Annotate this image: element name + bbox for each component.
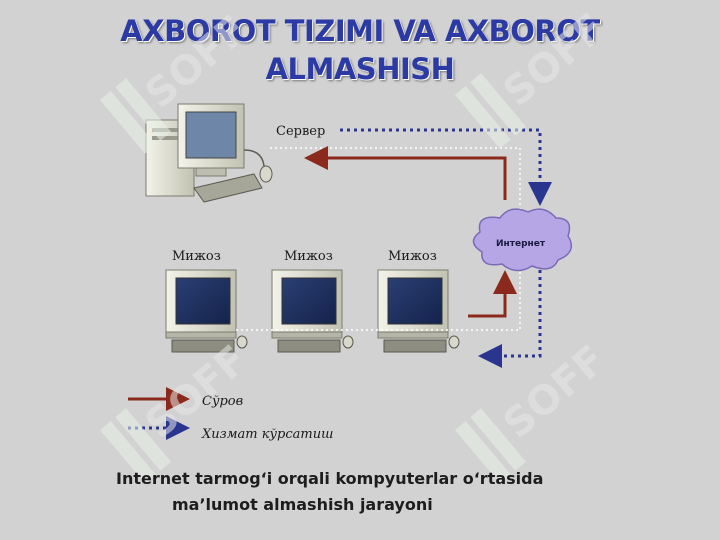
internet-label: Интернет	[496, 239, 546, 249]
client-computer-1	[165, 269, 248, 353]
client-label-1: Мижоз	[172, 249, 221, 264]
slide-caption: Internet tarmog‘i orqali kompyuterlar o‘…	[90, 466, 570, 518]
server-computer	[145, 103, 273, 203]
legend-service-label: Хизмат кўрсатиш	[201, 427, 333, 442]
server-connection-line	[270, 147, 521, 260]
service-path-to-clients	[478, 270, 542, 368]
request-path-to-server	[304, 146, 507, 200]
legend-request-label: Сўров	[202, 394, 243, 409]
caption-line-2: ma’lumot almashish jarayoni	[172, 495, 433, 514]
watermark-text: SOFF	[137, 7, 257, 118]
client-computer-2	[271, 269, 354, 353]
caption-line-1: Internet tarmog‘i orqali kompyuterlar o‘…	[116, 469, 544, 488]
service-path-to-internet	[340, 128, 552, 206]
watermark-text: SOFF	[495, 5, 615, 116]
title-line-1: AXBOROT TIZIMI VA AXBOROT	[120, 14, 600, 48]
client-label-2: Мижоз	[284, 249, 333, 264]
client-computer-3	[377, 269, 460, 353]
server-label: Сервер	[276, 124, 325, 139]
title-line-2: ALMASHISH	[265, 52, 455, 86]
internet-cloud	[472, 208, 573, 272]
slide-title: AXBOROT TIZIMI VA AXBOROT ALMASHISH	[0, 12, 720, 88]
watermark-text: SOFF	[495, 337, 615, 448]
client-label-3: Мижоз	[388, 249, 437, 264]
request-path-to-internet	[468, 270, 517, 318]
